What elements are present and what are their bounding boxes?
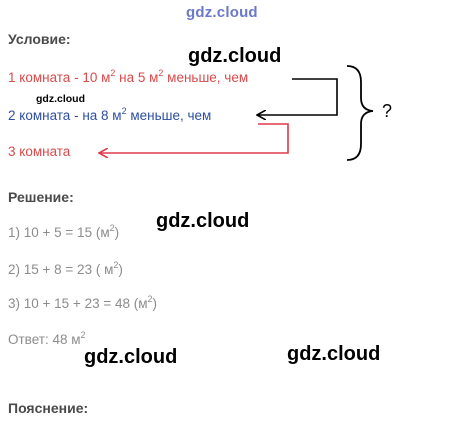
room-2-rest: меньше, чем: [126, 108, 212, 123]
solution-step-1: 1) 10 + 5 = 15 (м2): [8, 223, 120, 241]
question-mark: ?: [382, 101, 393, 121]
step-3-sup: 2: [147, 294, 153, 304]
solution-step-2: 2) 15 + 8 = 23 ( м2): [8, 260, 123, 278]
answer-sup: 2: [80, 330, 86, 340]
watermark-condition-small: gdz.cloud: [36, 93, 85, 105]
room-3-number: 3: [8, 144, 16, 159]
explanation-title: Пояснение:: [8, 400, 89, 416]
step-1-expr: 10 + 5 = 15 (м: [20, 225, 110, 240]
room-1-text: комната - 10 м: [15, 70, 111, 85]
condition-title: Условие:: [8, 31, 71, 47]
watermark-condition: gdz.cloud: [188, 45, 282, 67]
room-1-line: 1 комната - 10 м2 на 5 м2 меньше, чем: [8, 68, 249, 86]
room-1-rest2: меньше, чем: [163, 70, 249, 85]
step-3-end: ): [152, 296, 158, 311]
room-2-line: 2 комната - на 8 м2 меньше, чем: [8, 106, 212, 124]
answer-value: 48 м: [48, 332, 81, 347]
step-2-number: 2): [8, 262, 21, 277]
room-2-number: 2: [8, 108, 16, 123]
step-2-sup: 2: [113, 260, 119, 270]
watermark-bottom-right: gdz.cloud: [287, 343, 381, 365]
step-2-expr: 15 + 8 = 23 ( м: [20, 262, 114, 277]
arrow-black: [258, 78, 338, 115]
step-3-number: 3): [8, 296, 21, 311]
step-1-number: 1): [8, 225, 21, 240]
room-2-sup: 2: [121, 106, 127, 116]
step-1-sup: 2: [109, 223, 115, 233]
solution-step-3: 3) 10 + 15 + 23 = 48 (м2): [8, 294, 158, 312]
answer-label: Ответ:: [8, 332, 49, 347]
step-2-end: ): [118, 262, 123, 277]
curly-brace: [346, 65, 374, 161]
room-1-sup2: 2: [158, 68, 164, 78]
step-1-end: ): [114, 225, 120, 240]
room-1-number: 1: [8, 70, 16, 85]
solution-title: Решение:: [8, 189, 74, 205]
watermark-solution: gdz.cloud: [156, 210, 250, 232]
room-1-rest: на 5 м: [115, 70, 159, 85]
header-watermark: gdz.cloud: [186, 4, 258, 21]
room-3-text: комната: [15, 144, 71, 159]
arrow-red: [100, 123, 289, 153]
watermark-bottom-left: gdz.cloud: [84, 346, 178, 368]
room-3-line: 3 комната: [8, 144, 70, 159]
answer-line: Ответ: 48 м2: [8, 330, 86, 348]
room-2-text: комната - на 8 м: [15, 108, 122, 123]
room-1-sup: 2: [110, 68, 116, 78]
step-3-expr: 10 + 15 + 23 = 48 (м: [20, 296, 148, 311]
